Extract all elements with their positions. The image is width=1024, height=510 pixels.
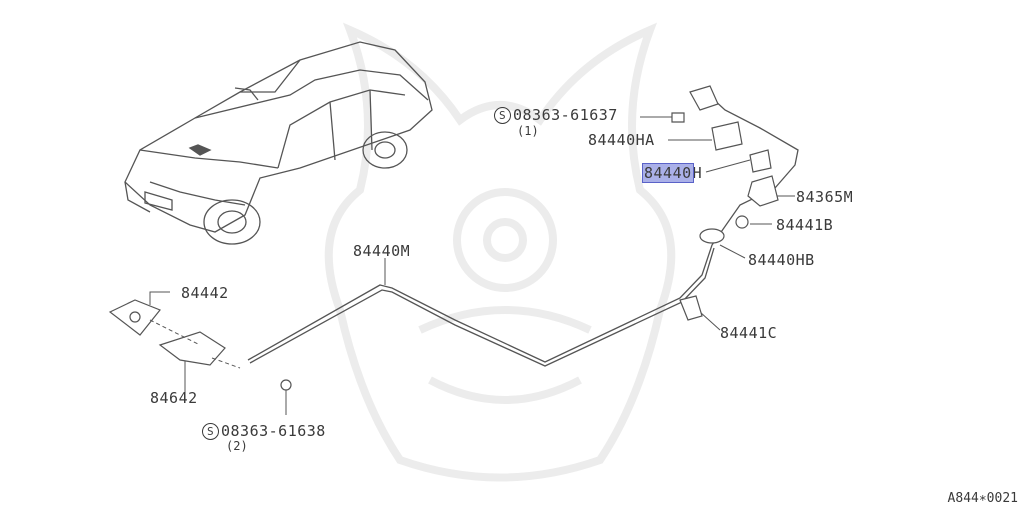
screw-s-mark: S: [494, 107, 511, 124]
leader-lines: [149, 116, 795, 415]
label-84441c: 84441C: [720, 324, 778, 342]
screw-top: [671, 112, 685, 123]
watermark-emblem: [324, 22, 676, 482]
label-84440h-suffix: H: [692, 164, 703, 182]
label-84440ha: 84440HA: [588, 131, 655, 149]
label-84642: 84642: [150, 389, 198, 407]
label-84442: 84442: [181, 284, 229, 302]
label-screw-top-code: 08363-61637: [513, 106, 618, 124]
bracket-top: [689, 85, 719, 111]
dashed-guide: [149, 319, 241, 369]
label-84441b: 84441B: [776, 216, 834, 234]
clip-84440h: [749, 149, 772, 173]
clip-84441c: [679, 295, 703, 321]
lock-84442-hole: [129, 311, 141, 323]
clip-84440ha: [711, 121, 743, 151]
grommet-84440hb: [699, 228, 725, 244]
parts-shapes: [108, 85, 779, 391]
screw-s-mark-bottom: S: [202, 423, 219, 440]
release-cable: [247, 97, 799, 367]
screw-bottom: [280, 379, 292, 391]
label-84440m: 84440M: [353, 242, 411, 260]
label-84440h: 84440H: [642, 163, 703, 183]
label-84440hb: 84440HB: [748, 251, 815, 269]
lever-84365m: [747, 175, 779, 207]
lock-84642: [158, 331, 226, 366]
label-screw-top-qty: (1): [517, 124, 539, 138]
label-84440h-highlight: 84440: [642, 163, 694, 183]
label-84365m: 84365M: [796, 188, 854, 206]
label-screw-bottom-code: 08363-61638: [221, 422, 326, 440]
knob-84441b: [735, 215, 749, 229]
car-illustration: [124, 41, 433, 245]
diagram-ref-code: A844∗0021: [947, 491, 1018, 506]
label-screw-bottom-qty: (2): [226, 439, 248, 453]
